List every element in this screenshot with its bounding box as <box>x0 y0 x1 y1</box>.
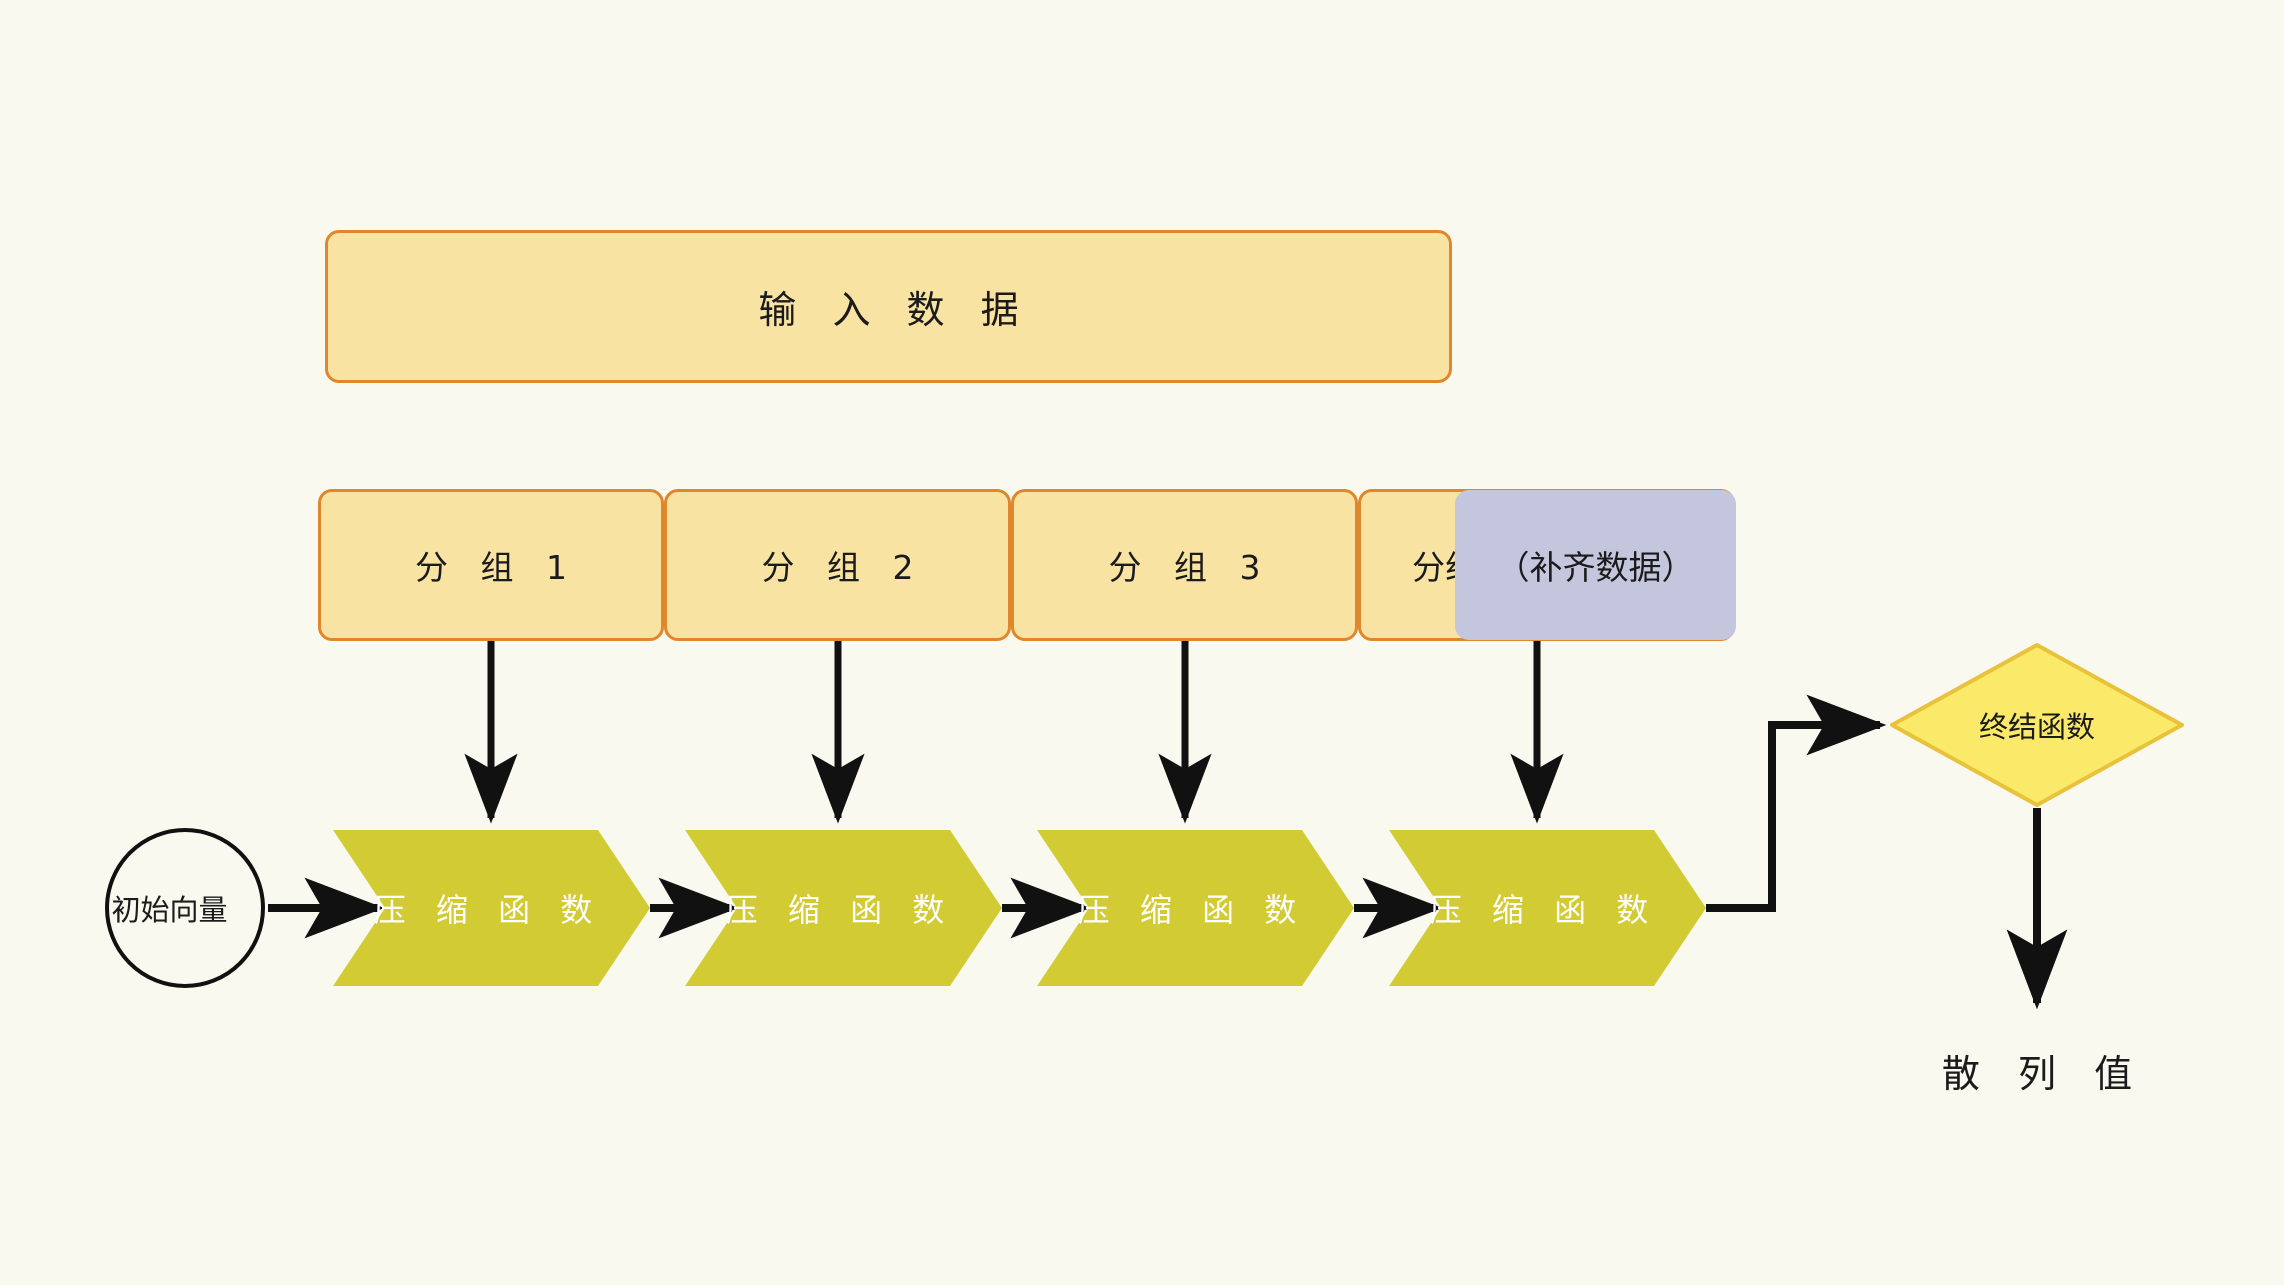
compression-chevron-4[interactable] <box>1389 830 1706 986</box>
group-box-3[interactable] <box>1011 489 1358 641</box>
compression-chevron-2[interactable] <box>685 830 1002 986</box>
padding-data-box[interactable] <box>1455 490 1736 640</box>
input-data-box[interactable] <box>325 230 1452 383</box>
final-function-diamond[interactable] <box>1890 643 2184 807</box>
initial-vector-circle[interactable] <box>105 828 265 988</box>
connector-compression4-to-final-function <box>1706 694 1887 912</box>
group-box-1[interactable] <box>318 489 664 641</box>
compression-chevron-3[interactable] <box>1037 830 1354 986</box>
compression-chevron-1[interactable] <box>333 830 650 986</box>
group-box-2[interactable] <box>664 489 1011 641</box>
